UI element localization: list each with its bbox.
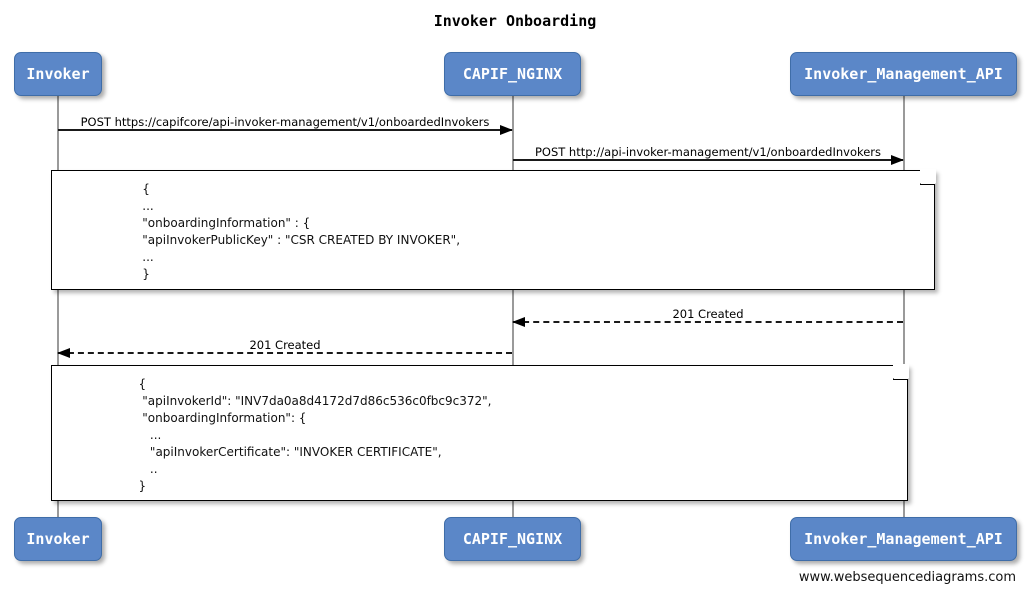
participant-box-invoker-top[interactable]: Invoker: [14, 52, 102, 96]
participant-box-invoker-bottom[interactable]: Invoker: [14, 517, 102, 561]
message-arrow-201-created-invoker[interactable]: 201 Created: [57, 339, 512, 358]
note-text: { "apiInvokerId": "INV7da0a8d4172d7d86c5…: [138, 377, 492, 493]
participant-box-invoker-management-api-top[interactable]: Invoker_Management_API: [790, 52, 1017, 96]
message-label: POST https://capifcore/api-invoker-manag…: [80, 115, 490, 129]
message-label: 201 Created: [672, 307, 744, 321]
lifeline-invoker-management-api: [903, 96, 905, 518]
participant-box-capif-nginx-bottom[interactable]: CAPIF_NGINX: [444, 517, 581, 561]
arrowhead-right-icon: [500, 125, 513, 135]
arrowhead-right-icon: [891, 155, 904, 165]
participant-label: Invoker: [26, 530, 90, 548]
message-label: POST http://api-invoker-management/v1/on…: [534, 145, 882, 159]
note-fold-edge-icon: [920, 169, 935, 185]
participant-label: Invoker_Management_API: [804, 65, 1003, 83]
message-arrow-post-internal[interactable]: POST http://api-invoker-management/v1/on…: [513, 146, 904, 165]
note-request-body: { ... "onboardingInformation" : { "apiIn…: [51, 169, 936, 290]
lifeline-capif-nginx: [512, 96, 514, 518]
page-title: Invoker Onboarding: [433, 12, 597, 30]
note-fold-edge-icon: [893, 364, 908, 380]
lifeline-invoker: [57, 96, 59, 518]
participant-box-invoker-management-api-bottom[interactable]: Invoker_Management_API: [790, 517, 1017, 561]
note-response-body: { "apiInvokerId": "INV7da0a8d4172d7d86c5…: [51, 364, 909, 501]
arrowhead-left-icon: [512, 317, 525, 327]
footer-watermark: www.websequencediagrams.com: [798, 570, 1016, 585]
message-arrow-post-capifcore[interactable]: POST https://capifcore/api-invoker-manag…: [58, 116, 513, 135]
arrowhead-left-icon: [57, 348, 70, 358]
participant-label: CAPIF_NGINX: [462, 530, 563, 548]
message-label: 201 Created: [249, 338, 321, 352]
participant-label: CAPIF_NGINX: [462, 65, 563, 83]
participant-label: Invoker_Management_API: [804, 530, 1003, 548]
message-arrow-201-created-internal[interactable]: 201 Created: [512, 308, 903, 327]
note-text: { ... "onboardingInformation" : { "apiIn…: [142, 182, 461, 281]
participant-label: Invoker: [26, 65, 90, 83]
participant-box-capif-nginx-top[interactable]: CAPIF_NGINX: [444, 52, 581, 96]
